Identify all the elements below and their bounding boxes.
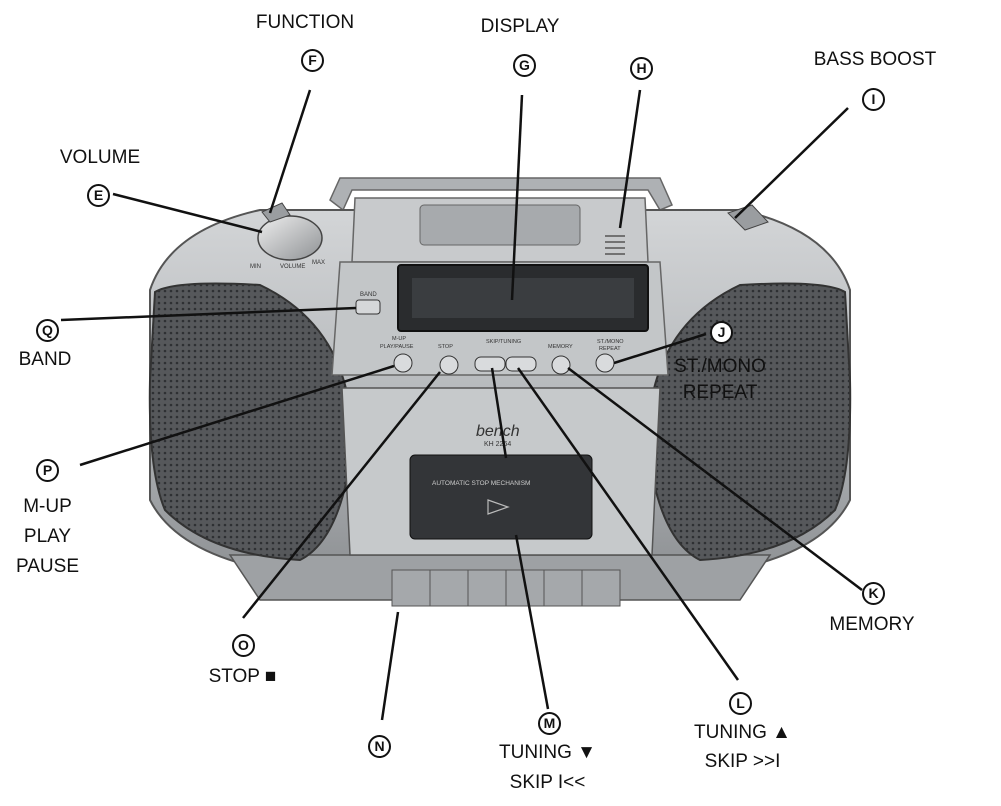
- callout-L-label-1: TUNING ▲: [694, 722, 791, 743]
- right-speaker-grille: [646, 282, 852, 562]
- btn-text-skip: SKIP/TUNING: [486, 339, 521, 345]
- stop-button: [439, 355, 459, 375]
- skip-down-button: [474, 356, 506, 372]
- btn-text-stop: STOP: [438, 344, 453, 350]
- cassette-window: [409, 454, 593, 540]
- cd-window: [419, 204, 581, 246]
- model-text: KH 2264: [484, 441, 511, 448]
- callout-F-label: FUNCTION: [255, 12, 355, 33]
- callout-K-marker: K: [862, 582, 885, 605]
- btn-text-repeat: REPEAT: [599, 346, 621, 352]
- callout-N-marker: N: [368, 735, 391, 758]
- callout-J-label-2: REPEAT: [682, 382, 758, 403]
- band-button: [355, 299, 381, 315]
- callout-G-marker: G: [513, 54, 536, 77]
- callout-G-label: DISPLAY: [480, 16, 560, 37]
- callout-L-label-2: SKIP >>I: [704, 751, 781, 772]
- callout-O-marker: O: [232, 634, 255, 657]
- leader-lines: [60, 89, 863, 721]
- memory-button: [551, 355, 571, 375]
- callout-M-label-1: TUNING ▼: [499, 742, 596, 763]
- vent-slots: [605, 235, 625, 255]
- knob-text-min: MIN: [250, 264, 261, 270]
- callout-P-label-2: PLAY: [23, 526, 72, 547]
- left-speaker-grille: [148, 282, 354, 562]
- callout-E-label: VOLUME: [59, 147, 141, 168]
- btn-text-mup: M-UP: [392, 336, 406, 342]
- callout-F-marker: F: [301, 49, 324, 72]
- btn-text-playpause: PLAY/PAUSE: [380, 344, 414, 350]
- band-button-text: BAND: [360, 292, 377, 298]
- callout-I-label: BASS BOOST: [813, 49, 937, 70]
- btn-text-memory: MEMORY: [548, 344, 573, 350]
- callout-H-marker: H: [630, 57, 653, 80]
- callout-P-label-1: M-UP: [23, 496, 72, 517]
- callout-K-label: MEMORY: [829, 614, 915, 635]
- function-slider: [261, 202, 291, 223]
- callout-L-marker: L: [729, 692, 752, 715]
- callout-P-label-3: PAUSE: [15, 556, 79, 577]
- callout-Q-marker: Q: [36, 319, 59, 342]
- callout-P-marker: P: [36, 459, 59, 482]
- cassette-keys: [391, 569, 621, 607]
- st-mono-button: [595, 353, 615, 373]
- cassette-window-text: AUTOMATIC STOP MECHANISM: [432, 480, 530, 487]
- callout-Q-label: BAND: [18, 349, 72, 370]
- play-pause-button: [393, 353, 413, 373]
- callout-M-marker: M: [538, 712, 561, 735]
- knob-text-max: MAX: [312, 260, 325, 266]
- btn-text-stmono: ST./MONO: [597, 339, 624, 345]
- eject-arrow-icon: [487, 499, 510, 515]
- callout-O-label: STOP ■: [208, 666, 277, 687]
- callout-J-marker: J: [710, 321, 733, 344]
- callout-I-marker: I: [862, 88, 885, 111]
- callout-J-label-1: ST./MONO: [674, 356, 766, 377]
- volume-knob: [257, 215, 323, 261]
- brand-logo: bench: [476, 423, 520, 440]
- knob-text-volume: VOLUME: [280, 264, 305, 270]
- callout-E-marker: E: [87, 184, 110, 207]
- callout-M-label-2: SKIP I<<: [509, 772, 586, 793]
- skip-up-button: [505, 356, 537, 372]
